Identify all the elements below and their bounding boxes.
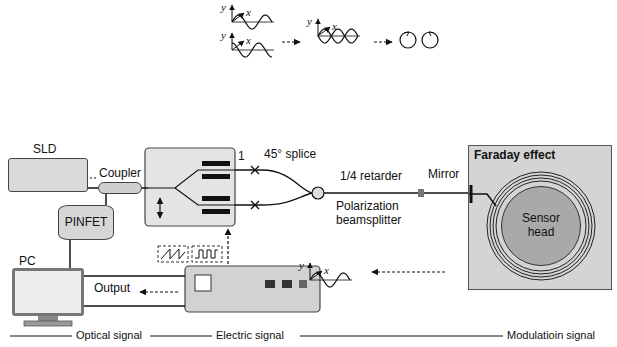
part-label: Mirror bbox=[428, 168, 459, 182]
pc-stand bbox=[38, 316, 58, 321]
axis-label: y bbox=[307, 15, 312, 28]
axis bbox=[232, 5, 233, 22]
polarizer-arrow bbox=[159, 198, 160, 218]
axis bbox=[232, 33, 233, 50]
part-label: Output bbox=[94, 282, 130, 296]
circular-polarization bbox=[422, 32, 438, 48]
legend-text: Modulatioin signal bbox=[507, 329, 595, 342]
connector-line bbox=[88, 187, 98, 189]
fiber bbox=[142, 187, 148, 189]
node-label: PC bbox=[19, 255, 36, 269]
splice-mark bbox=[251, 201, 259, 209]
fiber bbox=[235, 193, 312, 205]
pc-base bbox=[24, 321, 72, 326]
splice-mark bbox=[251, 166, 259, 174]
light-wave bbox=[318, 29, 358, 43]
detector-cylinder: PINFET bbox=[58, 205, 114, 240]
light-wave bbox=[318, 29, 358, 43]
light-wave bbox=[232, 15, 272, 29]
light-wave bbox=[232, 43, 272, 57]
rotation-head bbox=[404, 32, 409, 36]
computer-monitor: PC bbox=[12, 268, 84, 316]
part-label: 1 bbox=[238, 150, 245, 164]
processor-panel bbox=[195, 275, 211, 291]
cable bbox=[84, 305, 185, 307]
axis bbox=[232, 22, 274, 23]
node-label: Faraday effect bbox=[469, 146, 611, 166]
axis-label: y bbox=[299, 259, 304, 272]
electrode bbox=[202, 196, 230, 201]
signal-processor bbox=[185, 266, 320, 312]
axis-label: x bbox=[246, 34, 251, 47]
faraday-region: Faraday effectSensor head bbox=[468, 145, 612, 290]
node-label: Sensor head bbox=[512, 212, 570, 240]
fiber bbox=[324, 192, 470, 194]
coil-turn bbox=[487, 172, 595, 280]
processor-knob bbox=[265, 280, 275, 288]
axis-label: y bbox=[221, 1, 226, 14]
legend-line bbox=[300, 335, 503, 336]
axis bbox=[310, 263, 311, 280]
coil-turn bbox=[490, 175, 592, 277]
axis bbox=[318, 36, 360, 37]
cable bbox=[84, 275, 185, 277]
axis-label: y bbox=[221, 29, 226, 42]
direction-arrow bbox=[372, 271, 445, 272]
light-source-box: SLD bbox=[8, 158, 88, 192]
legend-text: Electric signal bbox=[216, 329, 284, 342]
waveguide bbox=[148, 170, 235, 205]
axis bbox=[318, 19, 319, 36]
part-label: 45° splice bbox=[264, 148, 316, 162]
part-label: Polarization beamsplitter bbox=[336, 200, 420, 228]
retarder bbox=[418, 189, 424, 197]
square-signal-box bbox=[192, 246, 222, 262]
sawtooth-signal-box bbox=[158, 246, 188, 262]
wave-plots bbox=[232, 5, 360, 287]
phase-modulator-chip bbox=[145, 148, 235, 226]
axis-label: x bbox=[332, 20, 337, 33]
node-label: Coupler bbox=[99, 167, 141, 181]
axis-label: x bbox=[246, 6, 251, 19]
legend-line bbox=[150, 335, 212, 336]
legend-line bbox=[10, 335, 72, 336]
node-label: SLD bbox=[33, 143, 56, 157]
processor-knob bbox=[299, 280, 307, 288]
beamsplitter bbox=[312, 187, 324, 199]
electrode bbox=[202, 209, 230, 214]
circular-polarization bbox=[400, 32, 416, 48]
node-label: PINFET bbox=[65, 216, 108, 230]
output-arrow bbox=[140, 291, 178, 292]
light-wave bbox=[310, 273, 350, 287]
electrode bbox=[202, 161, 230, 166]
rotation-head bbox=[429, 32, 434, 36]
coil-turn bbox=[496, 181, 586, 271]
electrode bbox=[202, 174, 230, 179]
sawtooth-wave bbox=[161, 249, 185, 259]
fiber bbox=[235, 170, 312, 193]
processor-knob bbox=[282, 280, 292, 288]
legend-text: Optical signal bbox=[76, 329, 142, 342]
axis-label: x bbox=[324, 264, 329, 277]
square-wave bbox=[195, 250, 218, 258]
connector-line bbox=[69, 240, 71, 268]
coil-turn bbox=[493, 178, 589, 274]
direction-arrow bbox=[282, 41, 300, 42]
direction-arrow bbox=[374, 41, 392, 42]
sensor-head-circle: Sensor head bbox=[501, 186, 581, 266]
axis bbox=[310, 280, 352, 281]
modulation-arrow bbox=[227, 229, 228, 264]
connector-line bbox=[105, 194, 107, 205]
fiber bbox=[469, 194, 496, 206]
mirror bbox=[470, 185, 473, 203]
part-label: 1/4 retarder bbox=[340, 170, 402, 184]
coupler-shape: Coupler bbox=[98, 182, 142, 194]
